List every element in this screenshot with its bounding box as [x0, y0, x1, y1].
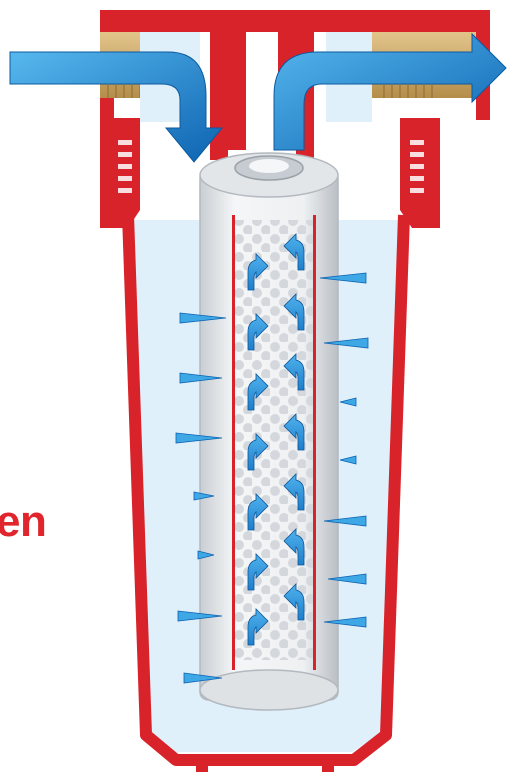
- filter-cartridge: [200, 153, 338, 710]
- bowl-collar-left: [100, 118, 140, 228]
- bowl-collar-right: [400, 118, 440, 228]
- partial-label: en: [0, 500, 46, 544]
